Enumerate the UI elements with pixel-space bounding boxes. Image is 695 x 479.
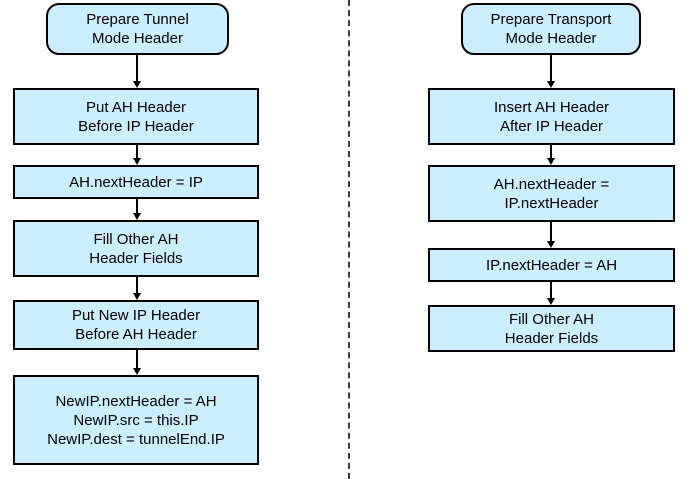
- node-transport-step-4[interactable]: Fill Other AH Header Fields: [428, 305, 675, 352]
- arrowhead-icon: [133, 81, 141, 88]
- column-divider: [348, 0, 350, 479]
- node-tunnel-step-5[interactable]: NewIP.nextHeader = AH NewIP.src = this.I…: [13, 375, 259, 465]
- node-tunnel-step-2[interactable]: AH.nextHeader = IP: [13, 165, 259, 199]
- arrowhead-icon: [547, 298, 555, 305]
- connector-tunnel-step1-to-step2: [136, 145, 138, 158]
- node-tunnel-step-3[interactable]: Fill Other AH Header Fields: [13, 220, 259, 277]
- node-transport-start[interactable]: Prepare Transport Mode Header: [461, 3, 641, 55]
- node-text-line: AH.nextHeader = IP: [69, 173, 203, 191]
- connector-transport-step1-to-step2: [550, 145, 552, 158]
- node-text-line: Fill Other AH: [508, 310, 595, 328]
- node-text-line: Mode Header: [505, 30, 597, 47]
- arrowhead-icon: [133, 293, 141, 300]
- node-text-line: Header Fields: [504, 329, 599, 347]
- node-text-line: Put AH Header: [85, 98, 187, 116]
- node-transport-step-1[interactable]: Insert AH Header After IP Header: [428, 88, 675, 145]
- node-text-line: IP.nextHeader = AH: [485, 256, 618, 274]
- arrowhead-icon: [133, 213, 141, 220]
- node-text-line: Header Fields: [89, 249, 183, 267]
- node-tunnel-start[interactable]: Prepare Tunnel Mode Header: [46, 3, 229, 55]
- connector-tunnel-start-to-step1: [136, 55, 138, 81]
- node-text-line: Fill Other AH: [93, 230, 179, 248]
- node-transport-step-2[interactable]: AH.nextHeader = IP.nextHeader: [428, 165, 675, 222]
- connector-tunnel-step3-to-step4: [136, 277, 138, 293]
- node-text-line: Prepare Tunnel: [86, 11, 189, 28]
- arrowhead-icon: [133, 158, 141, 165]
- arrowhead-icon: [547, 241, 555, 248]
- node-text-line: Put New IP Header: [71, 307, 201, 324]
- arrowhead-icon: [547, 81, 555, 88]
- arrowhead-icon: [133, 368, 141, 375]
- node-text-line: Insert AH Header: [493, 98, 610, 116]
- connector-transport-start-to-step1: [550, 55, 552, 81]
- connector-tunnel-step2-to-step3: [136, 199, 138, 213]
- node-text-line: AH.nextHeader =: [493, 175, 610, 193]
- node-tunnel-step-1[interactable]: Put AH Header Before IP Header: [13, 88, 259, 145]
- node-transport-step-3[interactable]: IP.nextHeader = AH: [428, 248, 675, 282]
- node-text-line: Before AH Header: [75, 326, 197, 343]
- node-text-line: IP.nextHeader: [504, 194, 599, 212]
- node-text-line: NewIP.src = this.IP: [73, 411, 199, 429]
- node-text-line: Prepare Transport: [490, 11, 612, 28]
- node-text-line: Before IP Header: [78, 117, 194, 135]
- connector-tunnel-step4-to-step5: [136, 350, 138, 368]
- node-text-line: NewIP.nextHeader = AH: [55, 392, 217, 410]
- node-text-line: After IP Header: [499, 117, 604, 135]
- connector-transport-step2-to-step3: [550, 222, 552, 241]
- node-tunnel-step-4[interactable]: Put New IP Header Before AH Header: [13, 300, 259, 350]
- connector-transport-step3-to-step4: [550, 282, 552, 298]
- node-text-line: NewIP.dest = tunnelEnd.IP: [47, 430, 225, 448]
- arrowhead-icon: [547, 158, 555, 165]
- node-text-line: Mode Header: [92, 30, 183, 47]
